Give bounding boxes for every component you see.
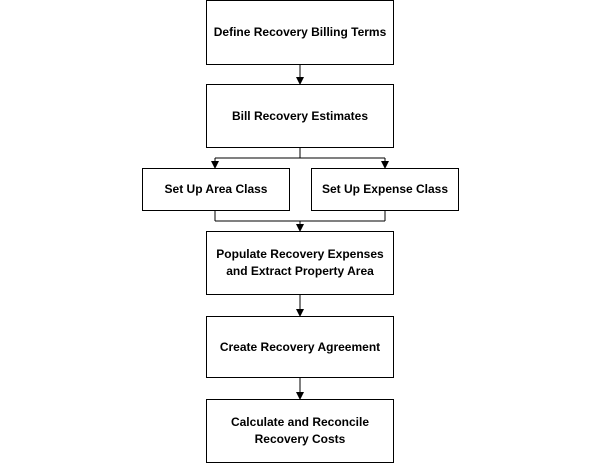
node-label: Define Recovery Billing Terms [213, 25, 387, 39]
node-set-up-expense-class: Set Up Expense Class [311, 168, 459, 211]
node-label: Set Up Area Class [164, 182, 268, 196]
node-label: Set Up Expense Class [321, 182, 449, 196]
node-label: Bill Recovery Estimates [231, 108, 369, 123]
node-label: Create Recovery Agreement [219, 339, 381, 354]
node-define-recovery-billing-terms: Define Recovery Billing Terms [206, 0, 394, 65]
node-label: Populate Recovery Expenses and Extract P… [216, 247, 384, 278]
node-populate-recovery-expenses: Populate Recovery Expenses and Extract P… [206, 231, 394, 295]
node-create-recovery-agreement: Create Recovery Agreement [206, 316, 394, 378]
node-bill-recovery-estimates: Bill Recovery Estimates [206, 84, 394, 148]
node-set-up-area-class: Set Up Area Class [142, 168, 290, 211]
node-calculate-reconcile-recovery-costs: Calculate and Reconcile Recovery Costs [206, 399, 394, 463]
node-label: Calculate and Reconcile Recovery Costs [230, 415, 370, 446]
